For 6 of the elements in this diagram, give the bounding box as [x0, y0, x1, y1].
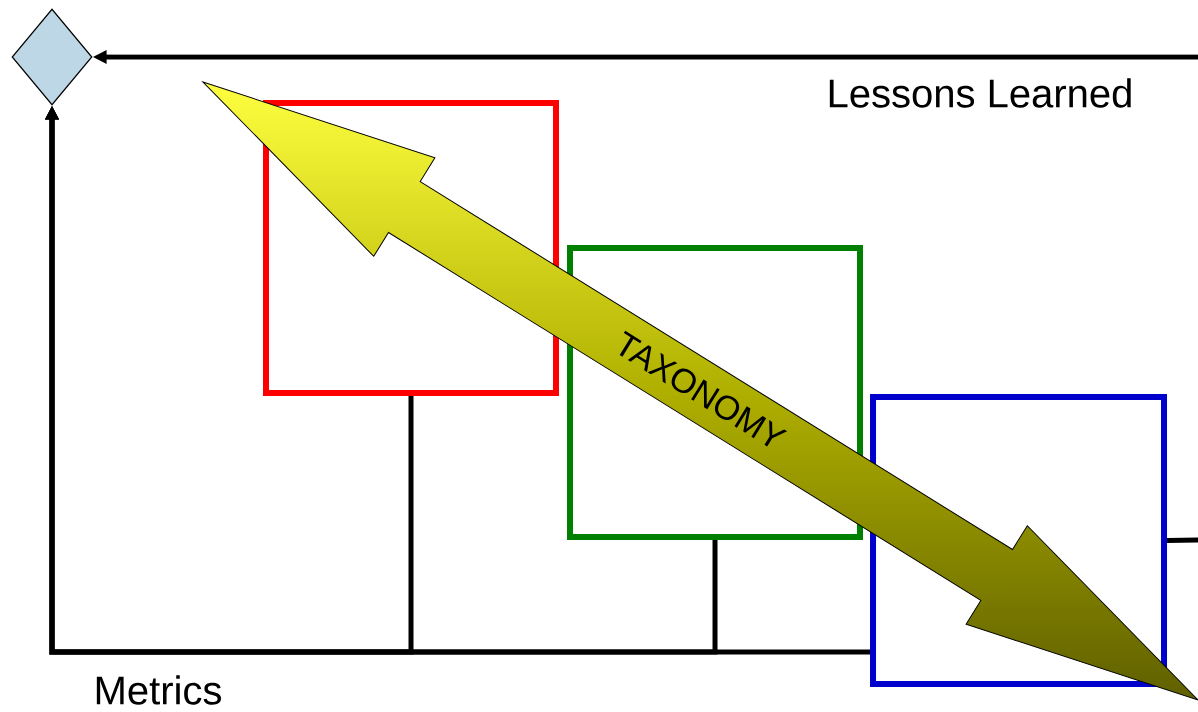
square-box: [567, 245, 863, 540]
square-box: [870, 394, 1167, 687]
decision-diamond: [11, 8, 93, 106]
label-text: Lessons Learned: [829, 78, 1131, 108]
label-text: Metrics: [96, 675, 221, 705]
square-box: [263, 100, 559, 396]
